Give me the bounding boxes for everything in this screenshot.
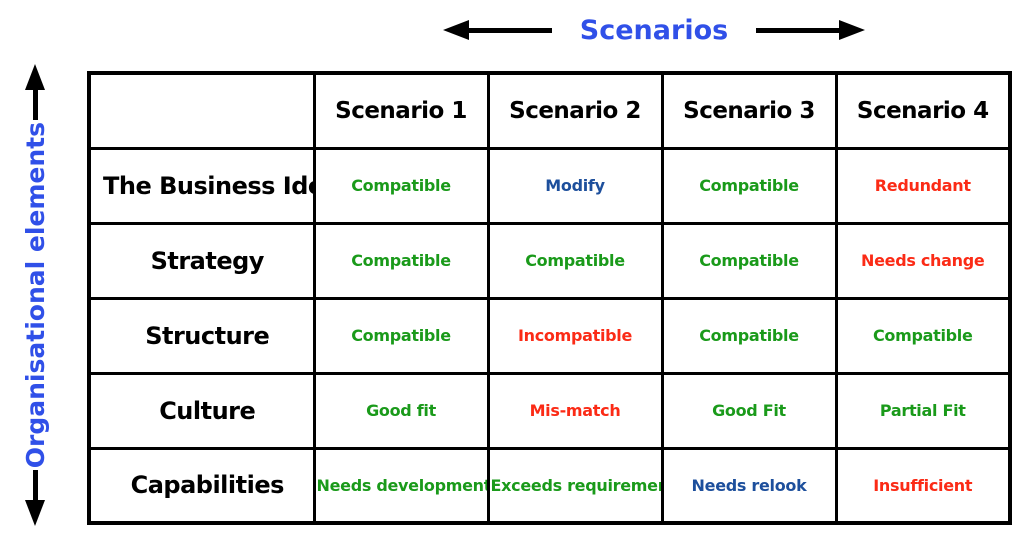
table-row-structure: Structure Compatible Incompatible Compat…: [87, 296, 1012, 375]
row-header: The Business Idea: [87, 146, 316, 225]
arrow-left-icon: [443, 20, 552, 40]
matrix-cell: Compatible: [660, 146, 838, 225]
matrix-cell: Compatible: [834, 296, 1012, 375]
row-header: Structure: [87, 296, 316, 375]
column-header-scenario-4: Scenario 4: [834, 71, 1012, 150]
matrix-cell: Compatible: [312, 296, 490, 375]
arrow-left-head-icon: [443, 20, 469, 40]
matrix-cell: Insufficient: [834, 446, 1012, 525]
arrow-right-head-icon: [839, 20, 865, 40]
column-header-scenario-1: Scenario 1: [312, 71, 490, 150]
table-row-culture: Culture Good fit Mis-match Good Fit Part…: [87, 371, 1012, 450]
matrix-cell: Compatible: [660, 221, 838, 300]
matrix-cell: Mis-match: [486, 371, 664, 450]
matrix-cell: Needs relook: [660, 446, 838, 525]
row-header: Culture: [87, 371, 316, 450]
matrix-cell: Partial Fit: [834, 371, 1012, 450]
matrix-cell: Good Fit: [660, 371, 838, 450]
scenarios-axis: Scenarios: [443, 8, 865, 52]
matrix-cell: Compatible: [486, 221, 664, 300]
matrix-cell: Compatible: [312, 146, 490, 225]
matrix-cell: Incompatible: [486, 296, 664, 375]
column-header-scenario-2: Scenario 2: [486, 71, 664, 150]
matrix-cell: Needs development: [312, 446, 490, 525]
organisational-elements-axis: Organisational elements: [6, 64, 64, 526]
arrow-up-icon: [25, 64, 45, 90]
scenario-matrix-table: Scenario 1 Scenario 2 Scenario 3 Scenari…: [87, 71, 1012, 525]
row-header: Strategy: [87, 221, 316, 300]
matrix-cell: Modify: [486, 146, 664, 225]
arrow-shaft: [469, 27, 552, 33]
scenarios-axis-label: Scenarios: [579, 14, 729, 46]
table-row-business-idea: The Business Idea Compatible Modify Comp…: [87, 146, 1012, 225]
arrow-shaft: [32, 470, 38, 500]
matrix-cell: Compatible: [312, 221, 490, 300]
column-header-scenario-3: Scenario 3: [660, 71, 838, 150]
header-row: Scenario 1 Scenario 2 Scenario 3 Scenari…: [87, 71, 1012, 150]
table-row-strategy: Strategy Compatible Compatible Compatibl…: [87, 221, 1012, 300]
matrix-cell: Compatible: [660, 296, 838, 375]
organisational-elements-axis-label: Organisational elements: [20, 121, 50, 469]
matrix-cell: Good fit: [312, 371, 490, 450]
table-row-capabilities: Capabilities Needs development Exceeds r…: [87, 446, 1012, 525]
corner-cell: [87, 71, 316, 150]
arrow-shaft: [756, 27, 839, 33]
arrow-right-icon: [756, 20, 865, 40]
arrow-shaft: [32, 90, 38, 120]
matrix-cell: Exceeds requirement: [486, 446, 664, 525]
arrow-down-icon: [25, 500, 45, 526]
matrix-cell: Redundant: [834, 146, 1012, 225]
row-header: Capabilities: [87, 446, 316, 525]
matrix-cell: Needs change: [834, 221, 1012, 300]
